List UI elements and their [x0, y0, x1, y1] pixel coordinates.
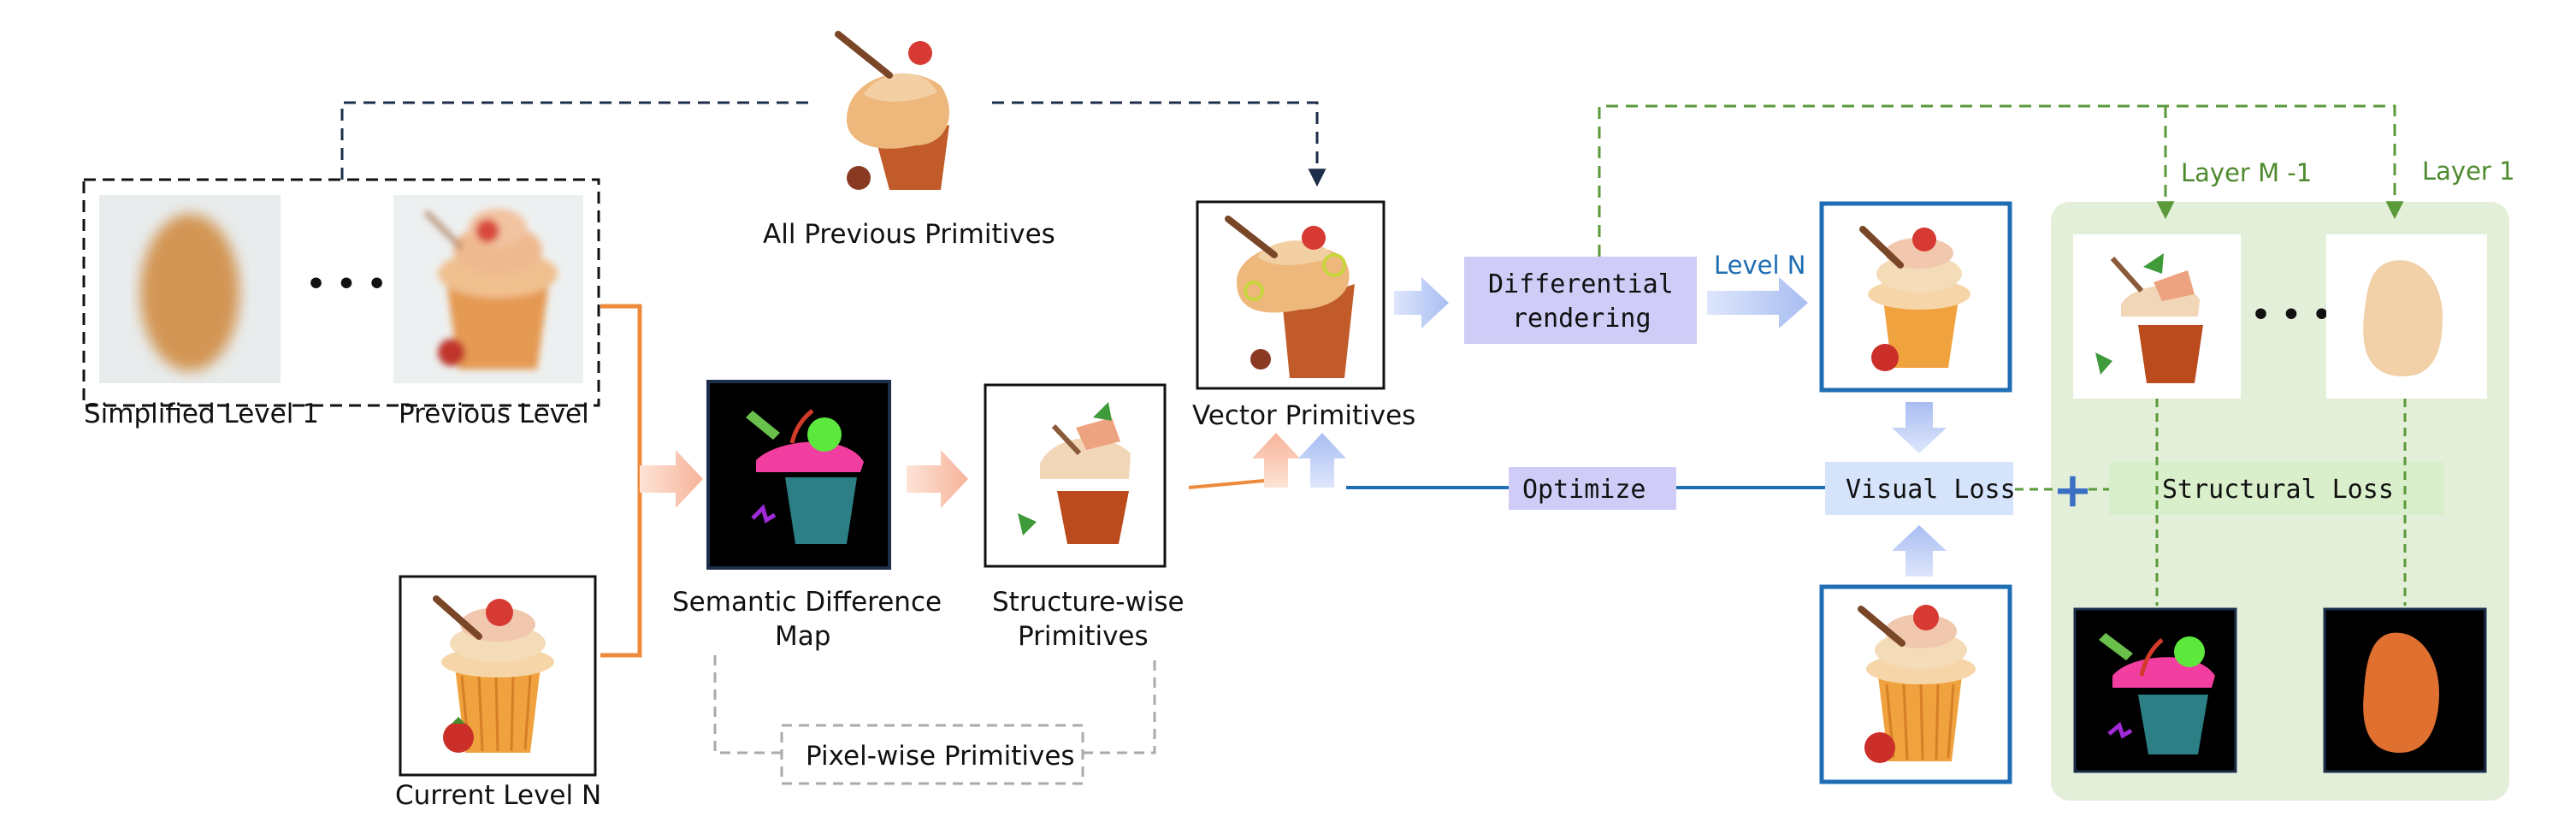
semantic-difference-label-1: Semantic Difference	[672, 587, 942, 618]
orange-up-arrow	[1252, 433, 1300, 488]
all-previous-primitives-image	[835, 31, 949, 190]
orange-arrow-1	[640, 450, 703, 508]
previous-levels-group	[82, 178, 600, 407]
structure-wise-primitives-shapes	[1018, 402, 1131, 544]
current-level-n-label: Current Level N	[395, 780, 601, 811]
level-n-cupcake-image	[1859, 226, 1970, 371]
layer-m-minus-1-label: Layer M -1	[2181, 158, 2312, 187]
layer-m-minus-1-mask	[2073, 607, 2237, 773]
previous-level-label: Previous Level	[399, 399, 589, 429]
differential-rendering-box	[1464, 257, 1697, 344]
blue-down-arrow	[1892, 402, 1947, 453]
pixel-wise-bracket	[713, 655, 1156, 754]
blue-arrow-to-rendering	[1394, 277, 1449, 328]
orange-arrow-2	[907, 450, 968, 508]
ellipsis-2: • • •	[2251, 298, 2331, 333]
vector-primitives-image	[1225, 216, 1355, 378]
vector-primitives-label: Vector Primitives	[1192, 400, 1415, 431]
current-level-cupcake-image	[433, 595, 554, 753]
differential-rendering-label-1: Differential	[1488, 269, 1674, 299]
navy-dashed-flow	[340, 101, 1317, 183]
visual-loss-box	[1825, 462, 2013, 515]
orange-to-vector-line	[1188, 479, 1265, 489]
simplified-level-1-image	[99, 195, 281, 383]
structure-wise-label-2: Primitives	[1018, 621, 1149, 652]
optimize-label: Optimize	[1522, 475, 1646, 505]
differential-rendering-label-2: rendering	[1512, 304, 1651, 334]
level-n-label: Level N	[1714, 251, 1805, 280]
layer-1-mask-shape	[2363, 632, 2439, 753]
semantic-map-shapes	[746, 409, 864, 544]
orange-bracket	[600, 304, 642, 658]
blue-up-arrow	[1298, 433, 1346, 488]
layer-1-label: Layer 1	[2422, 157, 2515, 186]
blue-arrow-to-level-n	[1707, 277, 1808, 328]
layer-m-minus-1-shapes	[2095, 253, 2203, 383]
structural-loss-box	[2109, 462, 2444, 515]
layer-1-shape	[2363, 260, 2443, 376]
ellipsis-1: • • •	[306, 267, 387, 302]
layer-m-minus-1-mask-shapes	[2099, 633, 2215, 754]
optimize-box	[1509, 467, 1676, 510]
all-previous-primitives-label: All Previous Primitives	[763, 219, 1055, 250]
semantic-difference-map	[706, 380, 891, 570]
structure-wise-label-1: Structure-wise	[992, 587, 1185, 618]
semantic-difference-label-2: Map	[775, 621, 830, 652]
previous-level-image	[393, 195, 583, 383]
blue-up-arrow-gt	[1892, 525, 1947, 577]
ground-truth-cupcake-image	[1858, 605, 1976, 763]
pixel-wise-primitives-label: Pixel-wise Primitives	[806, 741, 1075, 772]
pixel-wise-primitives-box	[780, 724, 1084, 785]
plus-sign: +	[2053, 463, 2093, 518]
visual-loss-label: Visual Loss	[1846, 475, 2016, 505]
structural-loss-label: Structural Loss	[2162, 475, 2394, 505]
simplified-level-1-label: Simplified Level 1	[84, 399, 319, 429]
